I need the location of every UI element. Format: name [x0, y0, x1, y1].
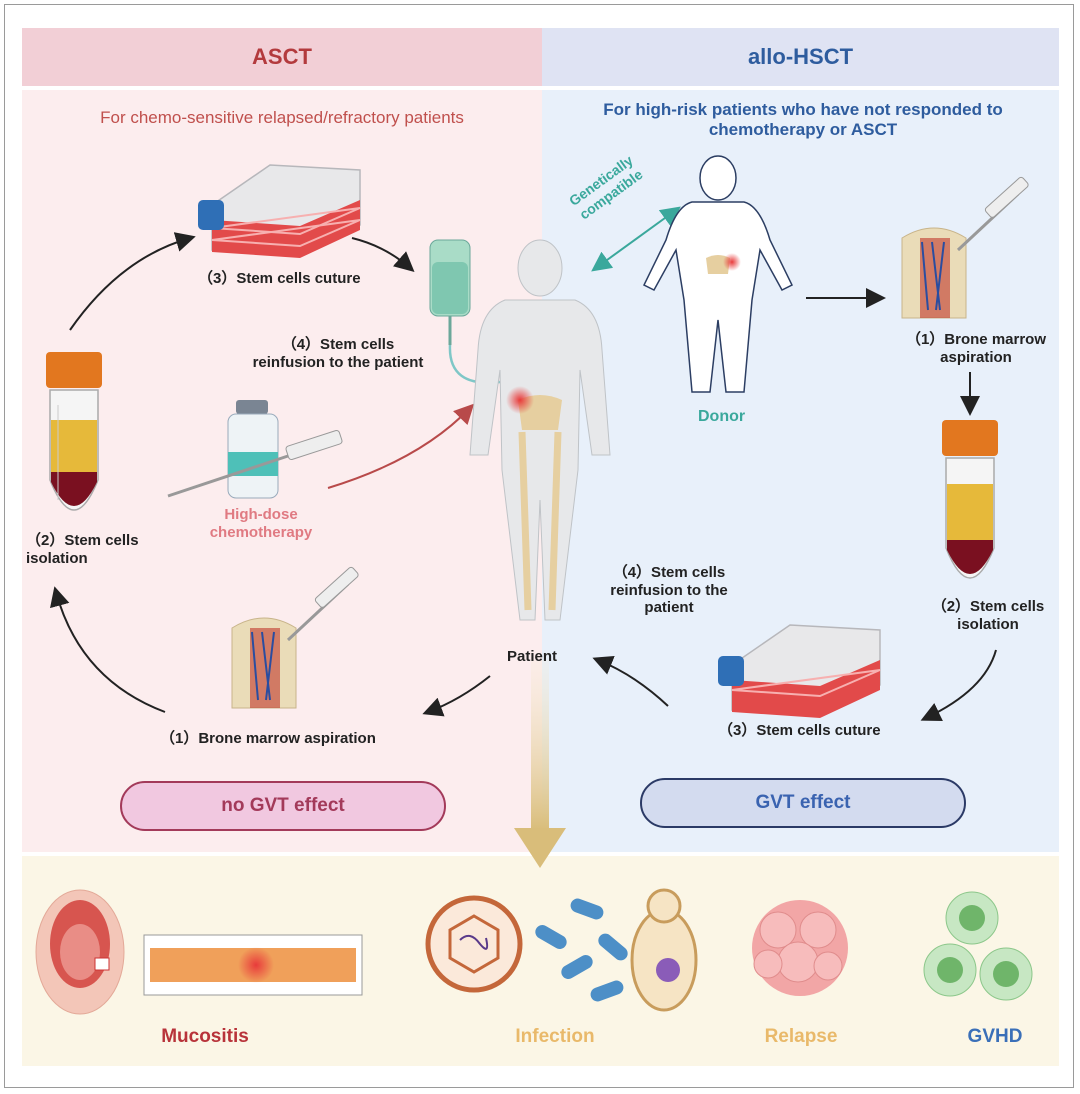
- arrow-compatible: [591, 206, 681, 272]
- arrow-aspiration-to-isolation: [50, 586, 166, 713]
- asct-step2-label: （2）Stem cells isolation: [26, 532, 139, 567]
- bone-marrow-icon-allo: [901, 176, 1029, 319]
- stem-cell-tube-icon: [46, 352, 102, 511]
- donor-figure: [642, 155, 794, 393]
- relapse-label: Relapse: [764, 1026, 838, 1047]
- arrow-chemo-to-patient: [327, 403, 475, 489]
- gvhd-cells-icon: [923, 891, 1033, 1001]
- asct-title: ASCT: [252, 44, 312, 69]
- asct-chemo-label: High-dose chemotherapy: [209, 506, 313, 541]
- asct-header-bar: [22, 28, 542, 86]
- allo-subtitle: For high-risk patients who have not resp…: [603, 100, 1003, 140]
- allo-title: allo-HSCT: [747, 44, 854, 69]
- infection-label: Infection: [515, 1026, 595, 1047]
- chemo-vial-syringe-icon: [167, 400, 343, 499]
- gvt-effect-pill: GVT effect: [640, 778, 966, 828]
- tumor-cluster-icon: [752, 900, 848, 996]
- mucosa-tissue-icon: [143, 934, 363, 996]
- allo-step2-label: （2）Stem cells isolation: [931, 598, 1045, 633]
- allo-step3-label: （3）Stem cells cuture: [718, 722, 881, 739]
- iv-bag-icon: [429, 239, 501, 384]
- arrow-culture-to-patient-allo: [592, 655, 669, 707]
- transition-arrow: [514, 660, 566, 868]
- bacteria-icon: [535, 898, 628, 1002]
- fungus-cell-icon: [630, 888, 698, 1012]
- allo-header-bar: [542, 28, 1059, 86]
- arrow-isolation-to-culture: [69, 232, 196, 331]
- allo-step1-label: （1）Brone marrow aspiration: [905, 331, 1047, 366]
- bone-marrow-icon: [231, 566, 359, 709]
- patient-figure: [469, 239, 611, 621]
- virus-icon: [425, 895, 523, 993]
- asct-subtitle: For chemo-sensitive relapsed/refractory …: [100, 108, 464, 127]
- gvhd-label: GVHD: [967, 1026, 1023, 1047]
- arrow-isolation-to-culture-allo: [920, 649, 997, 722]
- asct-step3-label: （3）Stem cells cuture: [198, 270, 361, 287]
- asct-step4-label: （4）Stem cells reinfusion to the patient: [252, 336, 424, 371]
- allo-step4-label: （4）Stem cells reinfusion to the patient: [610, 564, 728, 617]
- donor-label: Donor: [698, 408, 746, 425]
- culture-flask-icon: [198, 164, 361, 258]
- mucositis-label: Mucositis: [161, 1026, 249, 1047]
- mouth-icon: [35, 889, 125, 1015]
- no-gvt-effect-pill: no GVT effect: [120, 781, 446, 831]
- stem-cell-tube-icon-allo: [942, 420, 998, 579]
- culture-flask-icon-allo: [718, 624, 881, 718]
- arrow-culture-to-infusion: [351, 237, 415, 272]
- patient-label: Patient: [507, 648, 558, 665]
- asct-step1-label: （1）Brone marrow aspiration: [160, 730, 376, 747]
- arrow-patient-to-aspiration: [422, 675, 491, 717]
